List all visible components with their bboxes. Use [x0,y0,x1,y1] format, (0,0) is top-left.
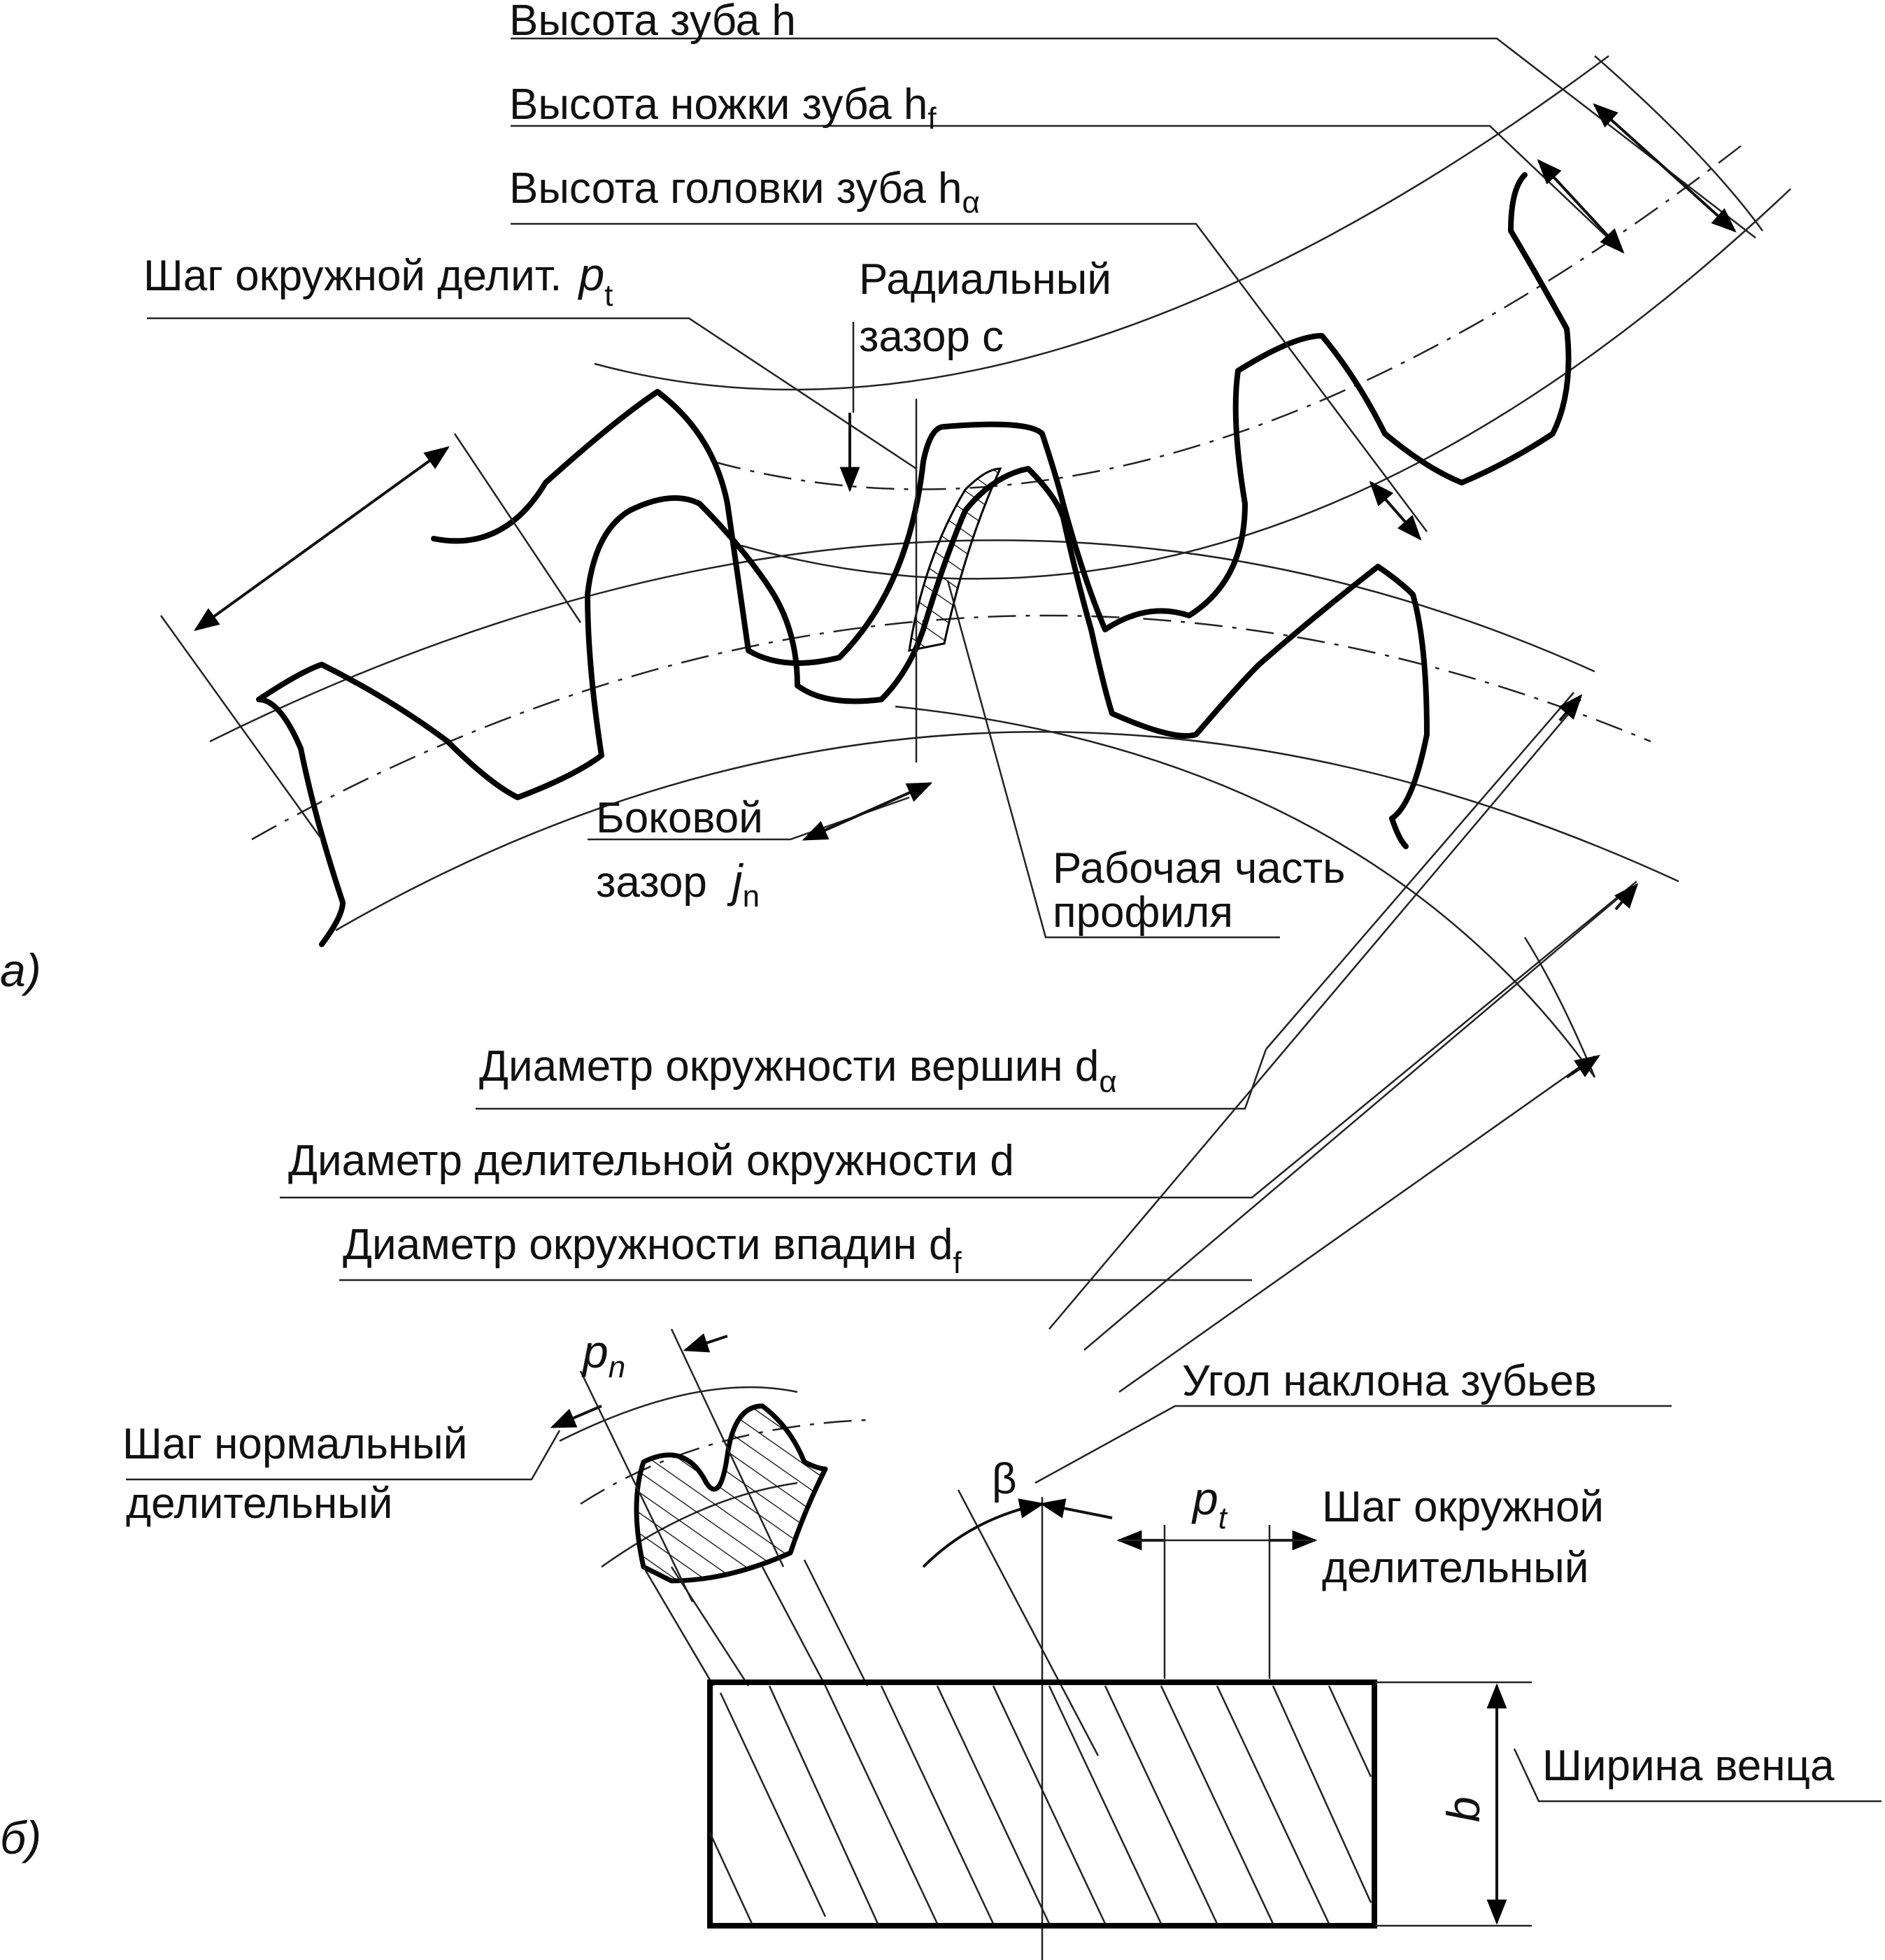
normal-section-arc-outer [559,1386,798,1442]
label-radial-clearance-1: Радиальный [859,255,1111,304]
label-transverse-pitch-symbol: pt [1191,1472,1228,1535]
helix-line [957,1489,1100,1756]
label-working-profile-2: профиля [1053,888,1233,937]
label-tip-diameter: Диаметр окружности вершин dα [479,1042,1117,1099]
leader-helix-angle [1034,1405,1672,1484]
upper-gear-tooth-profile [431,172,1572,666]
upper-gear-tip-circle [594,55,1609,391]
leader-circular-pitch [147,317,917,470]
label-root-diameter: Диаметр окружности впадин df [343,1221,962,1280]
label-normal-pitch-1: Шаг нормальный [122,1420,467,1468]
lower-gear-pitch-circle [251,614,1651,841]
leader-tip-diameter [476,1049,1267,1110]
panel-a-label: а) [0,944,41,996]
label-beta: β [992,1455,1017,1503]
upper-gear-root-circle [741,188,1791,580]
working-profile-hatch [908,467,1002,652]
label-pitch-diameter: Диаметр делительной окружности d [288,1137,1014,1185]
lower-gear-tooth-profile [256,466,1430,947]
dim-tooth-height [1593,103,1737,233]
panel-b-label: б) [0,1812,41,1863]
dim-backlash [802,782,933,841]
arrow-pitch-diameter [1614,883,1639,911]
dim-addendum [1369,481,1422,541]
label-dedendum: Высота ножки зуба hf [509,80,937,136]
label-circular-pitch: Шаг окружной делит.pt [143,248,613,313]
lower-gear-outer-arc [895,705,1596,1078]
normal-section-arc-pitch [580,1419,868,1505]
arrow-tip-diameter [1558,694,1583,722]
ext-pitch-1 [159,615,323,840]
label-face-width: Ширина венца [1542,1742,1835,1790]
leader-face-width [1513,1748,1882,1803]
leader-pitch-diameter [280,881,1637,1199]
label-tooth-height: Высота зуба h [509,0,796,45]
leader-normal-pitch [126,1430,561,1481]
label-helix-angle: Угол наклона зубьев [1182,1357,1597,1405]
label-face-width-symbol: b [1437,1796,1489,1822]
label-transverse-pitch-2: делительный [1322,1544,1588,1592]
dim-normal-pitch [550,1405,602,1428]
leader-addendum [511,222,1428,532]
helix-angle-arc [922,1498,1045,1568]
label-backlash-1: Боковой [596,794,763,842]
ext-pitch-2 [453,433,582,623]
panel-b-drawing [126,1328,1882,1960]
label-radial-clearance-2: зазор с [859,313,1004,361]
label-normal-pitch-symbol: pn [581,1326,625,1384]
gear-rim-rectangle [707,1680,1377,1929]
lower-gear-tip-circle [209,539,1595,743]
dim-dedendum [1537,159,1625,254]
lower-gear-root-circle [335,731,1679,932]
normal-section-tooth [634,1403,828,1584]
diameter-leaders [280,692,1639,1393]
leader-working-profile [946,580,1280,939]
dim-circular-pitch [194,446,450,632]
panel-a-drawing [147,37,1791,1078]
label-transverse-pitch-1: Шаг окружной [1322,1483,1604,1531]
rim-helical-hatching [709,1685,1372,1924]
upper-gear-outer-arc [1594,55,1764,232]
arrow-root-diameter [1565,1055,1600,1079]
label-working-profile-1: Рабочая часть [1053,844,1345,893]
label-addendum: Высота головки зуба hα [509,164,980,220]
label-normal-pitch-2: делительный [126,1479,392,1528]
